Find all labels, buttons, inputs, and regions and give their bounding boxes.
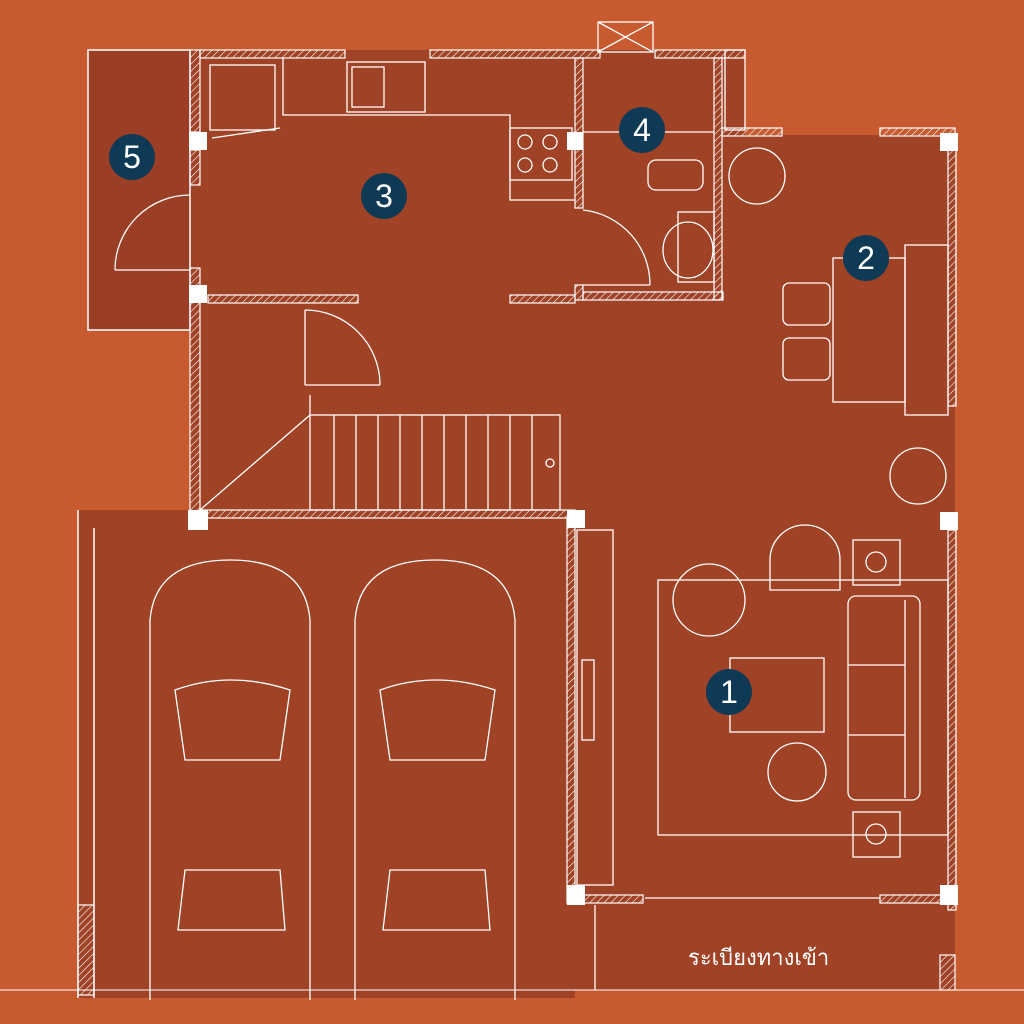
room-badge-3: 3 bbox=[361, 173, 407, 219]
car-left bbox=[149, 559, 311, 1000]
entrance-terrace-label: ระเบียงทางเข้า bbox=[688, 946, 830, 971]
entrance-terrace bbox=[575, 905, 955, 990]
living-dining-area bbox=[722, 135, 955, 905]
room-number: 4 bbox=[633, 112, 651, 148]
room-number: 1 bbox=[720, 674, 738, 710]
room-5-area bbox=[88, 50, 190, 330]
room-badge-2: 2 bbox=[843, 235, 889, 281]
room-badge-4: 4 bbox=[619, 107, 665, 153]
garage bbox=[78, 510, 575, 998]
living-left bbox=[575, 510, 725, 905]
car-right bbox=[354, 559, 516, 1000]
columns bbox=[188, 132, 958, 905]
floor-areas bbox=[78, 50, 955, 998]
room-number: 5 bbox=[123, 139, 141, 175]
door-room5 bbox=[114, 194, 191, 271]
room-number: 3 bbox=[375, 178, 393, 214]
room-badge-5: 5 bbox=[109, 134, 155, 180]
room-number: 2 bbox=[857, 240, 875, 276]
room-badge-1: 1 bbox=[706, 669, 752, 715]
